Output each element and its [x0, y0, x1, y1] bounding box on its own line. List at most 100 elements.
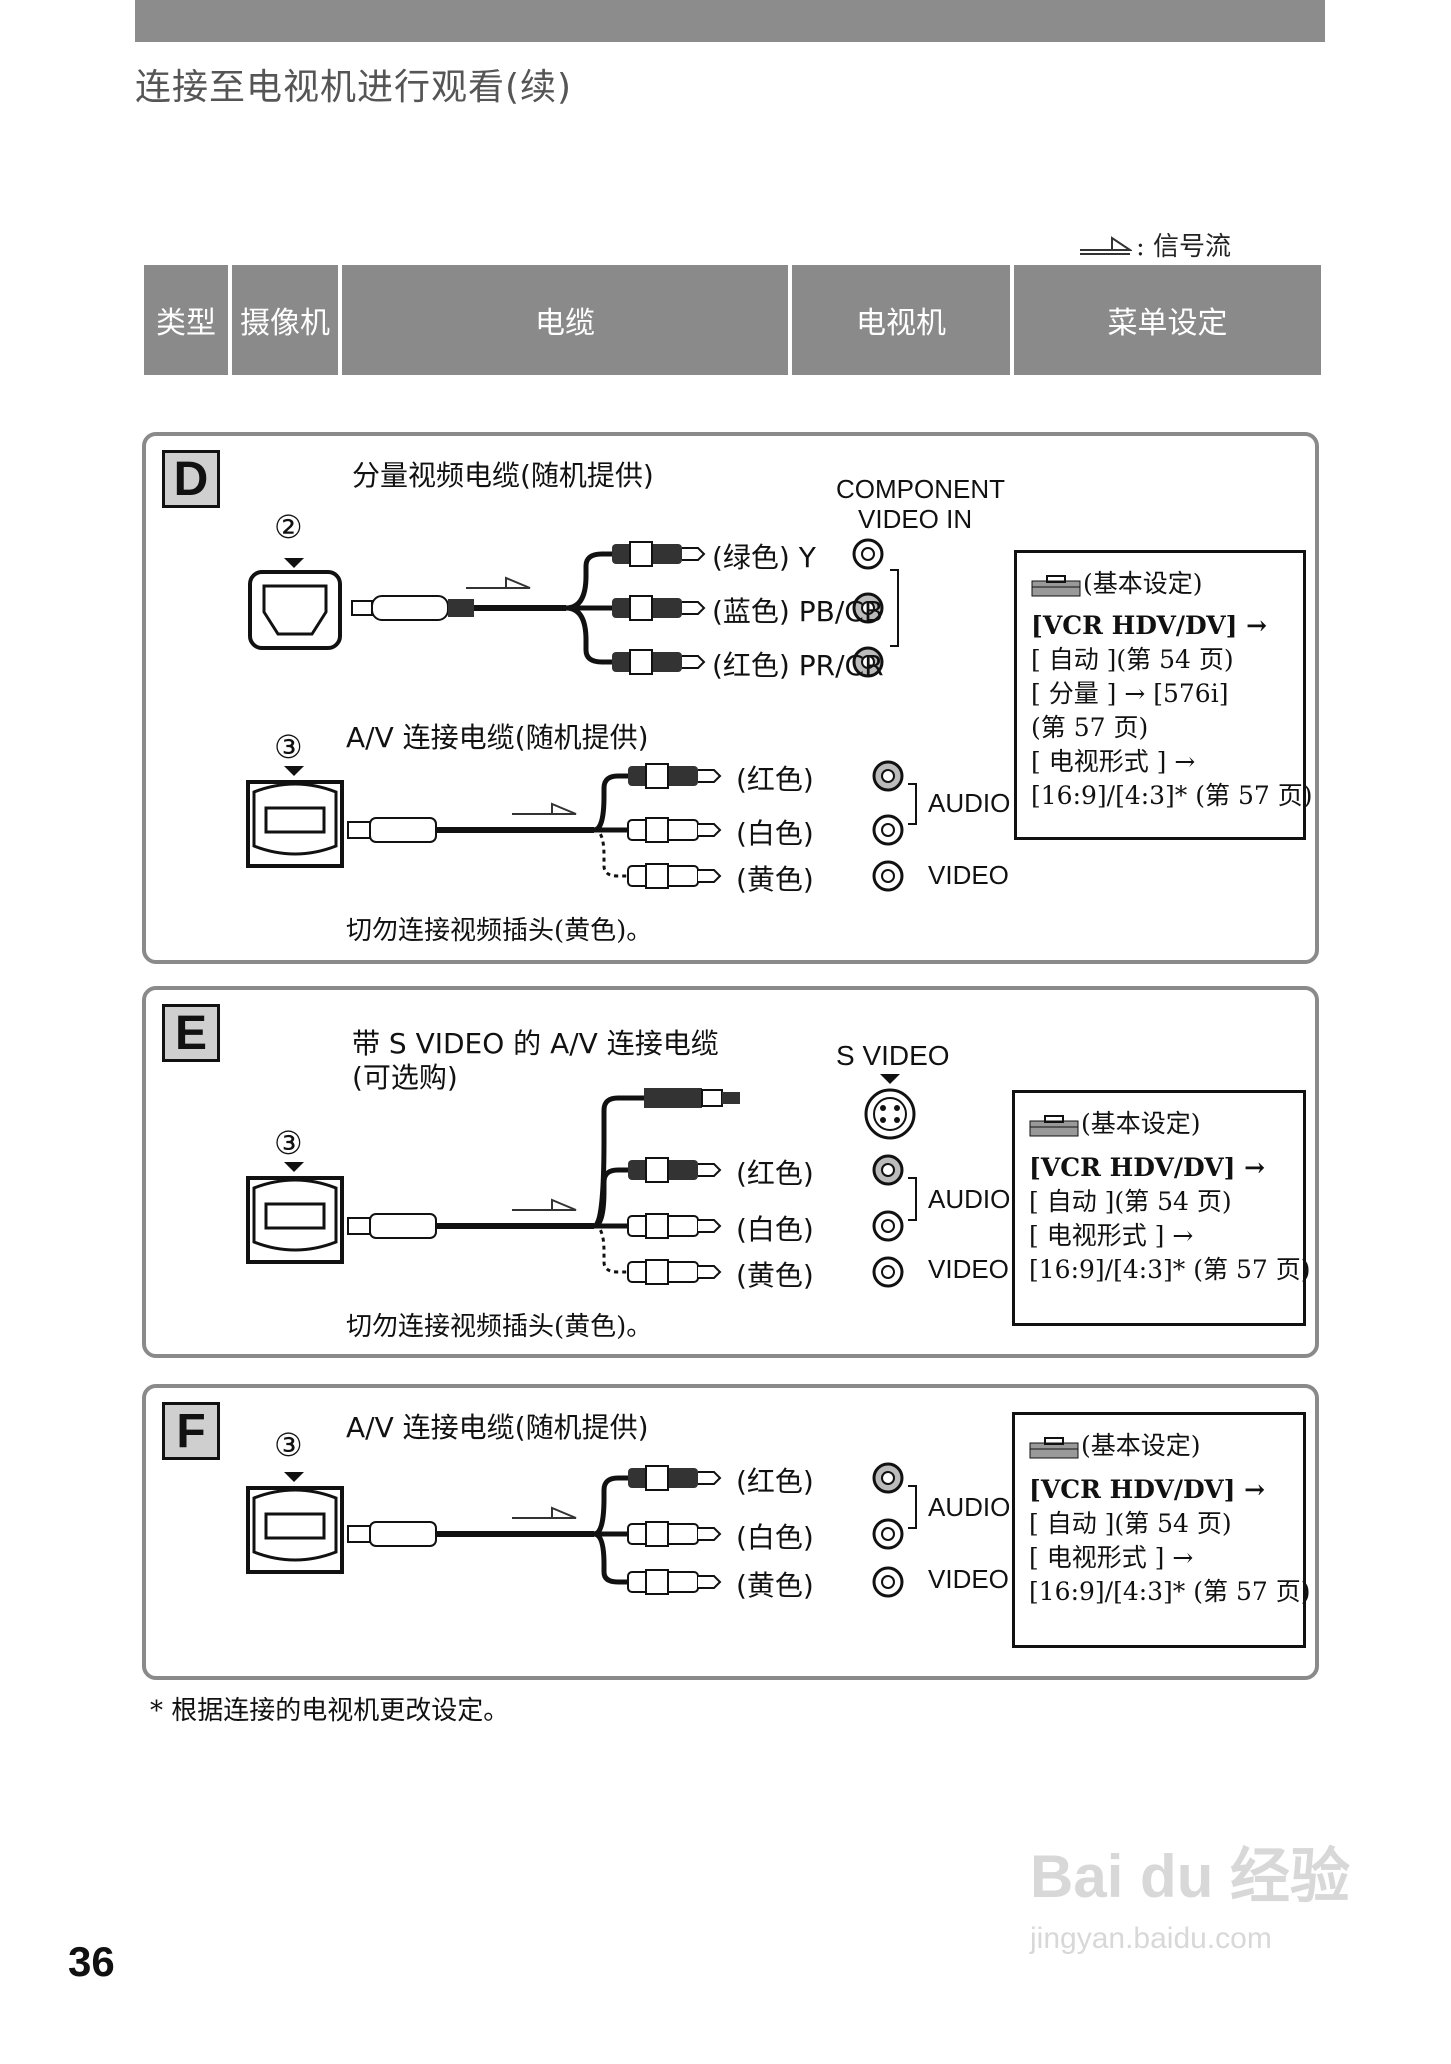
- section-letter: E: [162, 1004, 220, 1062]
- section-letter: F: [162, 1402, 220, 1460]
- signal-arrow-icon: [1079, 235, 1132, 255]
- toolbox-icon: [1031, 574, 1081, 596]
- plug-yellow-label: (黄色): [736, 863, 814, 896]
- plug-red-label: (红色): [736, 1157, 814, 1190]
- plug-y-label: (绿色) Y: [712, 541, 816, 574]
- jack-number: ③: [274, 728, 303, 766]
- menu-head: (基本设定): [1031, 567, 1289, 601]
- tv-av-jacks-icon: [872, 760, 917, 892]
- cable-label: 分量视频电缆(随机提供): [352, 459, 654, 492]
- video-label: VIDEO: [928, 1254, 1009, 1284]
- top-bar: [135, 0, 1325, 42]
- menu-settings-box: (基本设定) [VCR HDV/DV] → [ 自动 ](第 54 页) [ 电…: [1012, 1412, 1310, 1648]
- header-tv: 电视机: [792, 265, 1010, 375]
- plug-pr-label: (红色) PR/CR: [712, 649, 884, 682]
- section-note: 切勿连接视频插头(黄色)。: [346, 916, 653, 946]
- plug-white-label: (白色): [736, 1521, 814, 1554]
- svideo-jack-icon: [864, 1074, 916, 1140]
- menu-line: (第 57 页): [1031, 713, 1149, 742]
- video-label: VIDEO: [928, 1564, 1009, 1594]
- av-cable-label: A/V 连接电缆(随机提供): [346, 1411, 649, 1444]
- menu-head: (基本设定): [1029, 1429, 1289, 1463]
- menu-settings-box: (基本设定) [VCR HDV/DV] → [ 自动 ](第 54 页) [ 电…: [1012, 1090, 1310, 1326]
- plug-red-label: (红色): [736, 1465, 814, 1498]
- plug-red-label: (红色): [736, 763, 814, 796]
- menu-head-text: (基本设定): [1081, 1431, 1201, 1460]
- section-note: 切勿连接视频插头(黄色)。: [346, 1312, 653, 1342]
- video-label: VIDEO: [928, 860, 1009, 890]
- section-e-diagram: [246, 1074, 917, 1288]
- menu-line: [ 自动 ](第 54 页): [1029, 1509, 1232, 1538]
- jack-number: ③: [274, 1124, 303, 1162]
- menu-head-text: (基本设定): [1081, 1109, 1201, 1138]
- page-number: 36: [68, 1938, 115, 1985]
- rca-plug-red-icon: [628, 1465, 722, 1491]
- watermark-url: jingyan.baidu.com: [1030, 1922, 1272, 1955]
- table-header: 类型 摄像机 电缆 电视机 菜单设定: [144, 265, 1321, 375]
- plug-pb-label: (蓝色) PB/CB: [712, 595, 884, 628]
- section-f-diagram: [246, 1462, 917, 1598]
- rca-plug-y-icon: [612, 541, 706, 567]
- plug-yellow-label: (黄色): [736, 1259, 814, 1292]
- tv-component-jacks-icon: [852, 538, 899, 678]
- section-e: E: [142, 986, 1319, 1358]
- signal-flow-legend: : 信号流: [1078, 226, 1231, 263]
- rca-plug-white-icon: [627, 817, 722, 843]
- audio-label: AUDIO: [928, 1184, 1011, 1214]
- component-cable-icon: [351, 551, 612, 665]
- jack-number: ③: [274, 1426, 303, 1464]
- audio-label: AUDIO: [928, 788, 1011, 818]
- rca-plug-white-icon: [627, 1521, 722, 1547]
- header-menu: 菜单设定: [1014, 265, 1321, 375]
- rca-plug-red-icon: [628, 1157, 722, 1183]
- rca-plug-red-icon: [628, 763, 722, 789]
- menu-line: [ 自动 ](第 54 页): [1029, 1187, 1232, 1216]
- menu-line: [VCR HDV/DV] →: [1029, 1153, 1266, 1182]
- rca-plug-yellow-icon: [627, 863, 722, 889]
- menu-line: [ 电视形式 ] →: [1029, 1543, 1194, 1572]
- toolbox-icon: [1029, 1114, 1079, 1136]
- jack-number: ②: [274, 508, 303, 546]
- menu-line: [VCR HDV/DV] →: [1031, 611, 1268, 640]
- cable-label-optional: (可选购): [352, 1061, 458, 1094]
- footnote: * 根据连接的电视机更改设定。: [150, 1696, 510, 1726]
- menu-head: (基本设定): [1029, 1107, 1289, 1141]
- menu-settings-box: (基本设定) [VCR HDV/DV] → [ 自动 ](第 54 页) [ 分…: [1014, 550, 1313, 840]
- av-port-icon: [246, 1472, 344, 1574]
- svideo-cable-icon: [347, 1088, 740, 1274]
- header-type: 类型: [144, 265, 228, 375]
- cable-label: 带 S VIDEO 的 A/V 连接电缆: [352, 1027, 719, 1060]
- av-cable-icon: [347, 773, 628, 878]
- menu-line: [ 自动 ](第 54 页): [1031, 645, 1234, 674]
- menu-line: [ 电视形式 ] →: [1031, 747, 1196, 776]
- menu-line: [16:9]/[4:3]* (第 57 页): [1031, 781, 1313, 810]
- av-cable-icon: [347, 1475, 628, 1585]
- section-d: D: [142, 432, 1319, 964]
- section-letter: D: [162, 450, 220, 508]
- rca-plug-yellow-icon: [627, 1259, 722, 1285]
- menu-head-text: (基本设定): [1083, 569, 1203, 598]
- section-f: F ③ A/V 连接电缆(随机提供) (红色) (白色) (黄色: [142, 1384, 1319, 1680]
- tv-av-jacks-icon: [872, 1154, 917, 1288]
- rca-plug-pb-icon: [612, 595, 706, 621]
- rca-plug-white-icon: [627, 1213, 722, 1239]
- header-cable: 电缆: [342, 265, 788, 375]
- tv-av-jacks-icon: [872, 1462, 917, 1598]
- svideo-label: S VIDEO: [836, 1040, 950, 1071]
- menu-line: [VCR HDV/DV] →: [1029, 1475, 1266, 1504]
- component-port-icon: [248, 558, 342, 650]
- rca-plug-pr-icon: [612, 649, 706, 675]
- rca-plug-yellow-icon: [627, 1569, 722, 1595]
- menu-line: [ 分量 ] → [576i]: [1031, 679, 1229, 708]
- plug-white-label: (白色): [736, 817, 814, 850]
- header-camera: 摄像机: [232, 265, 338, 375]
- audio-label: AUDIO: [928, 1492, 1011, 1522]
- component-label: COMPONENT: [836, 474, 1005, 504]
- page-title: 连接至电视机进行观看(续): [135, 67, 573, 108]
- menu-line: [ 电视形式 ] →: [1029, 1221, 1194, 1250]
- section-d-diagram: [246, 538, 917, 892]
- av-port-icon: [246, 1162, 344, 1264]
- av-port-icon: [246, 766, 344, 868]
- plug-white-label: (白色): [736, 1213, 814, 1246]
- component-label-2: VIDEO IN: [858, 504, 973, 534]
